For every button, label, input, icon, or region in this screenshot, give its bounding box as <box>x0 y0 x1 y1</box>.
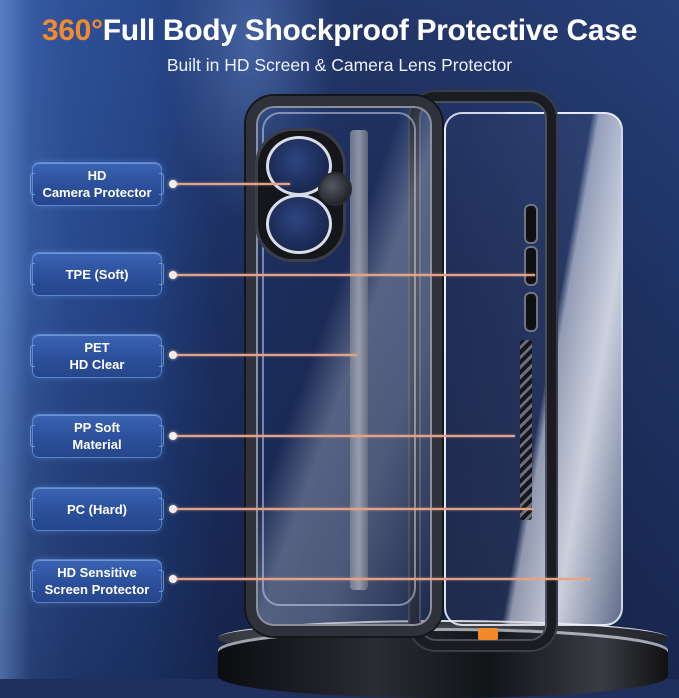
label-text: Camera Protector <box>42 185 152 200</box>
title-accent: 360° <box>41 14 103 47</box>
label-pc-hard: PC (Hard) <box>30 488 164 530</box>
flash-icon <box>318 172 352 206</box>
label-text: PP Soft <box>74 420 120 435</box>
volume-up-button-cover <box>524 246 538 286</box>
label-hd-sensitive-screen-protector: HD Sensitive Screen Protector <box>30 560 164 602</box>
page-subtitle: Built in HD Screen & Camera Lens Protect… <box>166 55 513 75</box>
label-pet-hd-clear: PET HD Clear <box>30 335 164 377</box>
label-text: Screen Protector <box>44 582 150 597</box>
power-button-cover <box>524 204 538 244</box>
screen-protector-glass <box>444 112 623 626</box>
label-text: HD Clear <box>69 357 125 372</box>
callout-line <box>172 578 590 580</box>
callout-dot <box>169 351 177 359</box>
callout-line <box>172 354 357 356</box>
bumper-grip-stripes <box>520 340 532 520</box>
callout-dot <box>169 575 177 583</box>
callout-dot <box>169 505 177 513</box>
charging-port-cover <box>478 628 498 640</box>
label-hd-camera-protector: HD Camera Protector <box>30 163 164 205</box>
camera-lens-icon <box>266 194 332 254</box>
label-pp-soft-material: PP Soft Material <box>30 415 164 457</box>
callout-line <box>172 274 535 276</box>
callout-dot <box>169 271 177 279</box>
label-text: HD Sensitive <box>57 565 137 580</box>
label-text: Material <box>72 437 122 452</box>
label-tpe-soft: TPE (Soft) <box>30 253 164 295</box>
title-main: Full Body Shockproof Protective Case <box>102 14 638 47</box>
callout-dot <box>169 180 177 188</box>
label-text: HD <box>87 168 107 183</box>
label-text: TPE (Soft) <box>65 266 129 282</box>
page-title: 360°Full Body Shockproof Protective Case <box>0 14 679 48</box>
label-text: PC (Hard) <box>67 501 127 517</box>
case-back-clear-panel <box>262 112 416 606</box>
callout-line <box>172 183 290 185</box>
callout-line <box>172 435 515 437</box>
case-inner-spine <box>350 130 368 590</box>
volume-down-button-cover <box>524 292 538 332</box>
callout-dot <box>169 432 177 440</box>
background-glow <box>0 0 30 679</box>
label-text: PET <box>84 340 110 355</box>
callout-line <box>172 508 533 510</box>
